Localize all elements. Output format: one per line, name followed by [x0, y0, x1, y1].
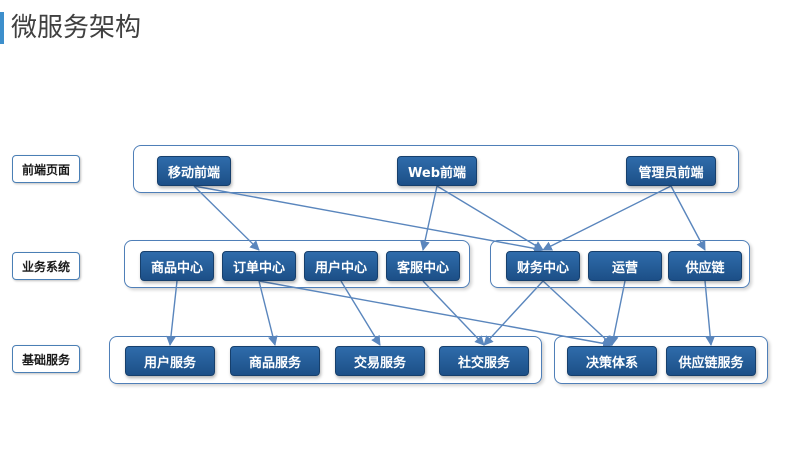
- node-finance-center[interactable]: 财务中心: [506, 251, 580, 281]
- edge-web-to-finance_center: [436, 185, 544, 251]
- edge-admin-to-supply_chain: [670, 185, 706, 251]
- edge-mobile-to-order_center: [193, 185, 260, 251]
- node-product-service[interactable]: 商品服务: [230, 346, 320, 376]
- edge-admin-to-finance_center: [542, 185, 672, 251]
- node-customer-service-center[interactable]: 客服中心: [386, 251, 460, 281]
- node-decision-system[interactable]: 决策体系: [567, 346, 657, 376]
- node-web-frontend[interactable]: Web前端: [397, 156, 477, 186]
- edge-cs_center-to-social_service: [422, 280, 485, 346]
- edge-user_center-to-trade_service: [340, 280, 381, 346]
- title-accent-bar: [0, 12, 4, 44]
- node-admin-frontend[interactable]: 管理员前端: [626, 156, 716, 186]
- edge-supply_chain-to-supply_chain_service: [704, 280, 716, 346]
- node-trade-service[interactable]: 交易服务: [335, 346, 425, 376]
- edge-operations-to-decision_system: [608, 280, 626, 346]
- node-user-center[interactable]: 用户中心: [304, 251, 378, 281]
- edge-order_center-to-product_service: [258, 280, 278, 346]
- edge-finance_center-to-decision_system: [542, 280, 613, 346]
- node-social-service[interactable]: 社交服务: [439, 346, 529, 376]
- edge-finance_center-to-social_service: [483, 280, 544, 346]
- edge-web-to-cs_center: [420, 185, 438, 251]
- node-product-center[interactable]: 商品中心: [140, 251, 214, 281]
- node-user-service[interactable]: 用户服务: [125, 346, 215, 376]
- node-supply-chain-service[interactable]: 供应链服务: [666, 346, 756, 376]
- row-label-frontend: 前端页面: [12, 155, 80, 183]
- node-order-center[interactable]: 订单中心: [222, 251, 296, 281]
- row-label-business: 业务系统: [12, 252, 80, 280]
- page-title: 微服务架构: [11, 13, 142, 43]
- node-mobile-frontend[interactable]: 移动前端: [157, 156, 231, 186]
- edge-product_center-to-user_service: [166, 280, 178, 346]
- edge-mobile-to-finance_center: [193, 185, 544, 254]
- node-operations[interactable]: 运营: [588, 251, 662, 281]
- edge-order_center-to-decision_system: [258, 280, 613, 349]
- node-supply-chain[interactable]: 供应链: [668, 251, 742, 281]
- row-label-base: 基础服务: [12, 345, 80, 373]
